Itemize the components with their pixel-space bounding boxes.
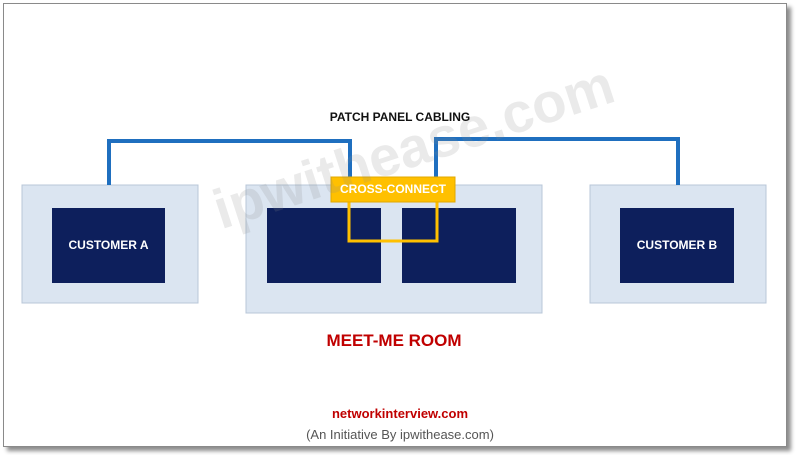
mmr-left-box	[267, 208, 381, 283]
meet-me-room-label: MEET-ME ROOM	[326, 331, 462, 350]
cable-customer-a	[107, 139, 352, 185]
mmr-right-box	[402, 208, 516, 283]
diagram-title: PATCH PANEL CABLING	[329, 110, 471, 124]
cable-customer-b	[434, 137, 680, 185]
customer-b-label: CUSTOMER B	[636, 238, 718, 252]
site-name: networkinterview.com	[331, 406, 469, 421]
cross-connect-loop	[347, 198, 439, 243]
cross-connect-label: CROSS-CONNECT	[339, 182, 446, 196]
customer-b-box	[620, 208, 734, 283]
customer-a-label: CUSTOMER A	[68, 238, 149, 252]
cross-connect-box	[330, 176, 456, 203]
initiative-text: (An Initiative By ipwithease.com)	[306, 427, 494, 442]
customer-a-box	[52, 208, 165, 283]
